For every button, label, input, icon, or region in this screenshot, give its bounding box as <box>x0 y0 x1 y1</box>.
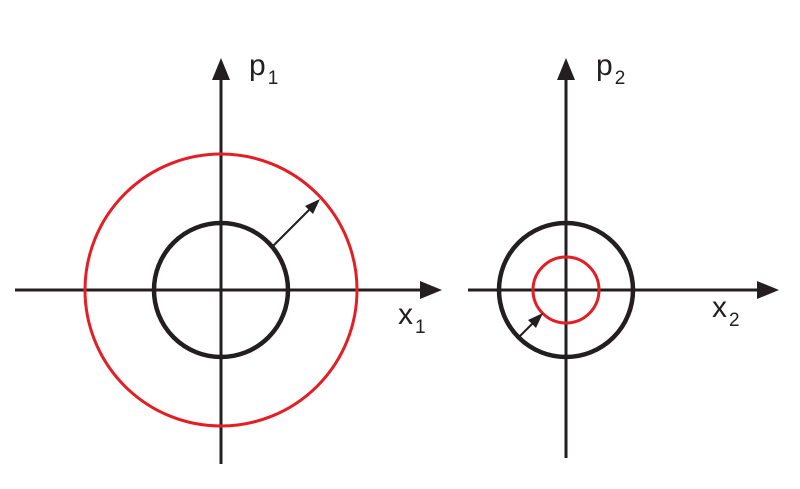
left-expansion-arrow-line <box>271 206 313 248</box>
left-expansion-arrow-icon <box>305 199 320 214</box>
right-horizontal-axis-arrow-icon <box>757 281 779 299</box>
right-compression-arrow-icon <box>528 313 543 328</box>
left-vertical-axis-arrow-icon <box>212 58 230 80</box>
right-vertical-axis-arrow-icon <box>557 58 575 80</box>
right-compressed-circle <box>531 255 601 325</box>
right-initial-circle <box>496 220 636 360</box>
left-horizontal-axis-arrow-icon <box>420 281 442 299</box>
left-expanded-circle <box>83 152 359 428</box>
left-initial-circle <box>151 220 291 360</box>
